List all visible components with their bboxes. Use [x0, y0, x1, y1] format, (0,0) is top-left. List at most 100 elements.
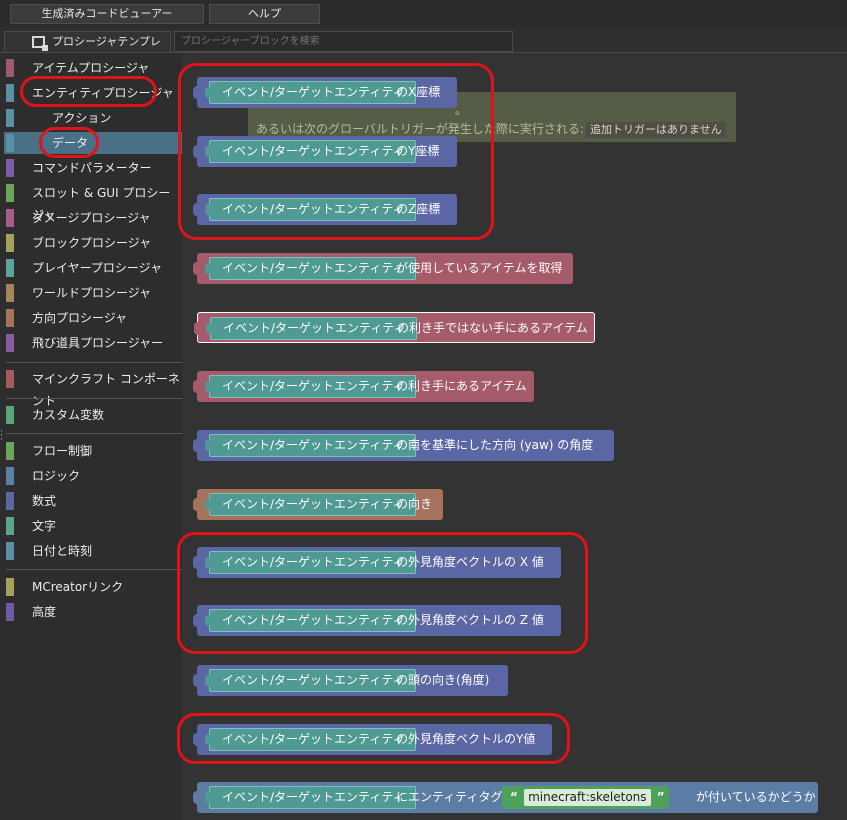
sidebar-item-world-procedures[interactable]: ワールドプロシージャ: [4, 282, 182, 304]
input-connector: [205, 146, 212, 157]
block-label: が使用しているアイテムを取得: [396, 261, 563, 275]
sidebar-item-math[interactable]: 数式: [4, 490, 182, 512]
entity-input[interactable]: イベント/ターゲットエンティティ: [205, 609, 416, 632]
entity-input[interactable]: イベント/ターゲットエンティティ: [206, 317, 417, 340]
entity-input[interactable]: イベント/ターゲットエンティティ: [205, 257, 416, 280]
block-label: の外見角度ベクトルの X 値: [396, 555, 544, 569]
block-entity-offhand-item[interactable]: イベント/ターゲットエンティティ の利き手ではない手にあるアイテム: [194, 312, 595, 343]
sidebar-item-label: ダメージプロシージャ: [32, 211, 151, 225]
category-color-bar: [6, 109, 14, 127]
ghost-text-fragment: 。: [455, 103, 468, 117]
generated-code-viewer-button[interactable]: 生成済みコードビューアー: [10, 4, 204, 24]
output-connector: [193, 614, 201, 627]
block-entity-look-vector-x[interactable]: イベント/ターゲットエンティティ の外見角度ベクトルの X 値: [193, 547, 561, 578]
tag-value-field[interactable]: minecraft:skeletons: [524, 789, 651, 806]
sidebar-item-projectile-procedures[interactable]: 飛び道具プロシージャー: [4, 332, 182, 354]
help-button[interactable]: ヘルプ: [209, 4, 320, 24]
input-connector: [205, 557, 212, 568]
category-color-bar: [6, 59, 14, 77]
sidebar-item-item-procedures[interactable]: アイテムプロシージャ: [4, 57, 182, 79]
block-entity-z[interactable]: イベント/ターゲットエンティティ のZ座標: [193, 194, 457, 225]
block-entity-using-item[interactable]: イベント/ターゲットエンティティ が使用しているアイテムを取得: [193, 253, 573, 284]
highlight-data: [39, 127, 99, 158]
block-entity-facing[interactable]: イベント/ターゲットエンティティ の向き: [193, 489, 443, 520]
top-toolbar: 生成済みコードビューアー ヘルプ: [0, 0, 847, 28]
output-connector: [193, 674, 201, 687]
output-connector: [193, 262, 201, 275]
block-entity-look-vector-y[interactable]: イベント/ターゲットエンティティ の外見角度ベクトルのY値: [193, 724, 552, 755]
sidebar-item-direction-procedures[interactable]: 方向プロシージャ: [4, 307, 182, 329]
sidebar-item-command-parameters[interactable]: コマンドパラメーター: [4, 157, 182, 179]
highlight-coordinate-blocks: [178, 63, 494, 240]
tab-procedure-template[interactable]: プロシージャテンプレート: [4, 31, 171, 68]
entity-input[interactable]: イベント/ターゲットエンティティ: [205, 140, 416, 163]
block-entity-mainhand-item[interactable]: イベント/ターゲットエンティティ の利き手にあるアイテム: [193, 371, 534, 402]
sidebar-item-entity-procedures[interactable]: エンティティプロシージャ: [4, 82, 182, 104]
sidebar-item-label: ロジック: [32, 469, 81, 483]
entity-input[interactable]: イベント/ターゲットエンティティ: [205, 669, 416, 692]
sidebar-item-damage-procedures[interactable]: ダメージプロシージャ: [4, 207, 182, 229]
output-connector: [193, 380, 201, 393]
sidebar-item-label: スロット & GUI プロシージャ: [32, 186, 171, 222]
resize-handle[interactable]: ···: [0, 427, 3, 445]
entity-input[interactable]: イベント/ターゲットエンティティ: [205, 81, 416, 104]
block-entity-yaw[interactable]: イベント/ターゲットエンティティ の南を基準にした方向 (yaw) の角度: [193, 430, 614, 461]
category-sidebar: アイテムプロシージャ エンティティプロシージャ アクション データ コマンドパラ…: [0, 53, 182, 820]
category-color-bar: [6, 542, 14, 560]
block-entity-x[interactable]: イベント/ターゲットエンティティ のX座標: [193, 77, 457, 108]
block-entity-look-vector-z[interactable]: イベント/ターゲットエンティティ の外見角度ベクトルの Z 値: [193, 605, 561, 636]
sidebar-item-label: 日付と時刻: [32, 544, 93, 558]
input-connector: [205, 792, 212, 803]
category-color-bar: [6, 259, 14, 277]
input-connector: [205, 381, 212, 392]
sidebar-item-block-procedures[interactable]: ブロックプロシージャ: [4, 232, 182, 254]
entity-input[interactable]: イベント/ターゲットエンティティ: [205, 198, 416, 221]
input-connector: [206, 323, 213, 334]
category-color-bar: [6, 578, 14, 596]
output-connector: [193, 145, 201, 158]
category-color-bar: [6, 442, 14, 460]
block-entity-y[interactable]: イベント/ターゲットエンティティ のY座標: [193, 136, 457, 167]
category-color-bar: [6, 84, 14, 102]
output-connector: [194, 322, 202, 335]
entity-input-label: イベント/ターゲットエンティティ: [222, 497, 405, 511]
sidebar-item-mcreator-link[interactable]: MCreatorリンク: [4, 576, 182, 598]
sidebar-item-text[interactable]: 文字: [4, 515, 182, 537]
sidebar-item-advanced[interactable]: 高度: [4, 601, 182, 623]
sidebar-item-label: プレイヤープロシージャ: [32, 261, 163, 275]
category-color-bar: [6, 492, 14, 510]
sidebar-item-label: 数式: [32, 494, 57, 508]
sidebar-item-label: カスタム変数: [32, 408, 105, 422]
block-search-input[interactable]: [174, 31, 513, 52]
sidebar-item-minecraft-components[interactable]: マインクラフト コンポーネント: [4, 368, 182, 408]
sidebar-item-player-procedures[interactable]: プレイヤープロシージャ: [4, 257, 182, 279]
entity-input[interactable]: イベント/ターゲットエンティティ: [205, 728, 416, 751]
sidebar-item-custom-variables[interactable]: カスタム変数: [4, 404, 182, 426]
category-color-bar: [6, 134, 14, 152]
text-string-block[interactable]: “ minecraft:skeletons ”: [502, 786, 669, 809]
sidebar-item-label: ワールドプロシージャ: [32, 286, 152, 300]
sidebar-item-date-time[interactable]: 日付と時刻: [4, 540, 182, 562]
sidebar-item-slot-gui-procedures[interactable]: スロット & GUI プロシージャ: [4, 182, 182, 222]
sidebar-item-label: MCreatorリンク: [32, 580, 124, 594]
sidebar-item-flow-control[interactable]: フロー制御: [4, 440, 182, 462]
entity-input-label: イベント/ターゲットエンティティ: [222, 790, 405, 804]
entity-input[interactable]: イベント/ターゲットエンティティ: [205, 551, 416, 574]
input-connector: [205, 675, 212, 686]
entity-input[interactable]: イベント/ターゲットエンティティ: [205, 434, 416, 457]
sidebar-item-logic[interactable]: ロジック: [4, 465, 182, 487]
block-entity-has-tag[interactable]: イベント/ターゲットエンティティ にエンティティタグ “ minecraft:s…: [193, 782, 818, 813]
block-entity-head-rotation[interactable]: イベント/ターゲットエンティティ の頭の向き(角度): [193, 665, 508, 696]
entity-input[interactable]: イベント/ターゲットエンティティ: [205, 786, 416, 809]
block-label: のX座標: [396, 85, 441, 99]
sidebar-item-action[interactable]: アクション: [4, 107, 182, 129]
category-color-bar: [6, 159, 14, 177]
entity-input-label: イベント/ターゲットエンティティ: [222, 144, 405, 158]
entity-input[interactable]: イベント/ターゲットエンティティ: [205, 493, 416, 516]
close-quote-icon: ”: [656, 790, 665, 804]
sidebar-item-label: 高度: [32, 605, 57, 619]
output-connector: [193, 556, 201, 569]
category-color-bar: [6, 467, 14, 485]
output-connector: [193, 791, 201, 804]
entity-input[interactable]: イベント/ターゲットエンティティ: [205, 375, 416, 398]
